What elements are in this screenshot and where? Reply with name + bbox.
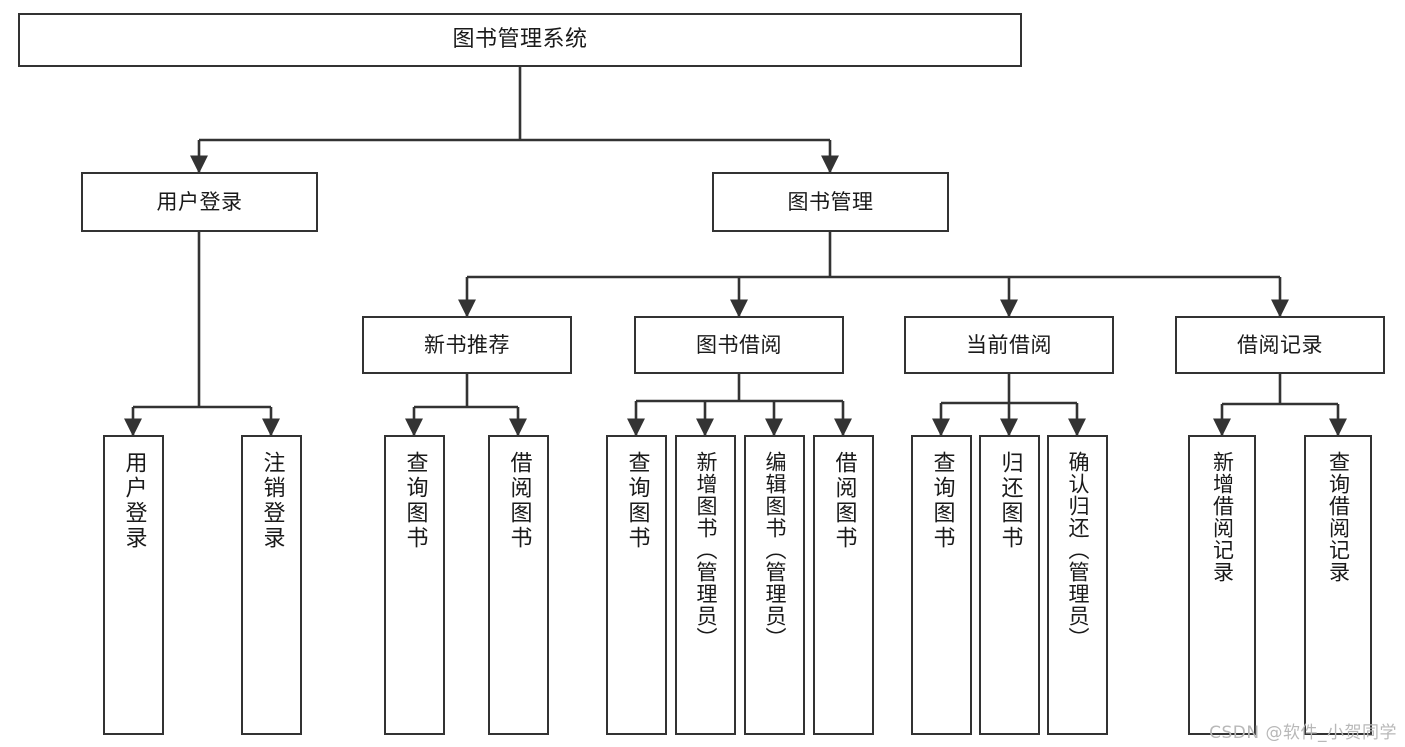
csdn-watermark: CSDN @软件_小贺同学: [1209, 723, 1397, 743]
node-book-management[interactable]: 图书管理: [712, 172, 949, 232]
node-user-login[interactable]: 用户登录: [81, 172, 318, 232]
node-current-borrowing[interactable]: 当前借阅: [904, 316, 1114, 374]
node-leaf-user-login[interactable]: 用户登录: [103, 435, 164, 735]
node-label: 新增借阅记录: [1210, 451, 1235, 583]
node-leaf-borrow-add-book-admin[interactable]: 新增图书（管理员）: [675, 435, 736, 735]
node-leaf-current-query-books[interactable]: 查询图书: [911, 435, 972, 735]
node-leaf-newbook-borrow-books[interactable]: 借阅图书: [488, 435, 549, 735]
node-new-book-recommendation[interactable]: 新书推荐: [362, 316, 572, 374]
node-label: 新增图书（管理员）: [694, 451, 718, 649]
node-leaf-records-add-record[interactable]: 新增借阅记录: [1188, 435, 1256, 735]
node-label: 图书借阅: [696, 332, 782, 357]
node-label: 归还图书: [997, 451, 1023, 551]
node-leaf-user-logout[interactable]: 注销登录: [241, 435, 302, 735]
node-label: 借阅图书: [831, 451, 857, 551]
node-leaf-newbook-query-books[interactable]: 查询图书: [384, 435, 445, 735]
node-label: 借阅图书: [506, 451, 532, 551]
node-label: 查询图书: [929, 451, 955, 551]
node-leaf-current-confirm-return-admin[interactable]: 确认归还（管理员）: [1047, 435, 1108, 735]
node-book-borrowing[interactable]: 图书借阅: [634, 316, 844, 374]
node-leaf-borrow-edit-book-admin[interactable]: 编辑图书（管理员）: [744, 435, 805, 735]
node-label: 查询图书: [402, 451, 428, 551]
node-label: 图书管理: [787, 189, 874, 214]
node-root-book-management-system[interactable]: 图书管理系统: [18, 13, 1022, 67]
node-leaf-current-return-books[interactable]: 归还图书: [979, 435, 1040, 735]
node-label: 查询图书: [624, 451, 650, 551]
node-label: 编辑图书（管理员）: [763, 451, 787, 649]
node-label: 图书管理系统: [452, 27, 588, 53]
node-label: 用户登录: [156, 189, 243, 214]
node-leaf-borrow-borrow-books[interactable]: 借阅图书: [813, 435, 874, 735]
node-label: 新书推荐: [424, 332, 510, 357]
node-leaf-borrow-query-books[interactable]: 查询图书: [606, 435, 667, 735]
node-label: 确认归还（管理员）: [1066, 451, 1090, 649]
node-label: 借阅记录: [1237, 332, 1323, 357]
node-label: 查询借阅记录: [1326, 451, 1351, 583]
node-label: 注销登录: [259, 451, 285, 551]
node-label: 当前借阅: [966, 332, 1052, 357]
node-leaf-records-query-record[interactable]: 查询借阅记录: [1304, 435, 1372, 735]
node-label: 用户登录: [121, 451, 147, 551]
node-borrowing-records[interactable]: 借阅记录: [1175, 316, 1385, 374]
